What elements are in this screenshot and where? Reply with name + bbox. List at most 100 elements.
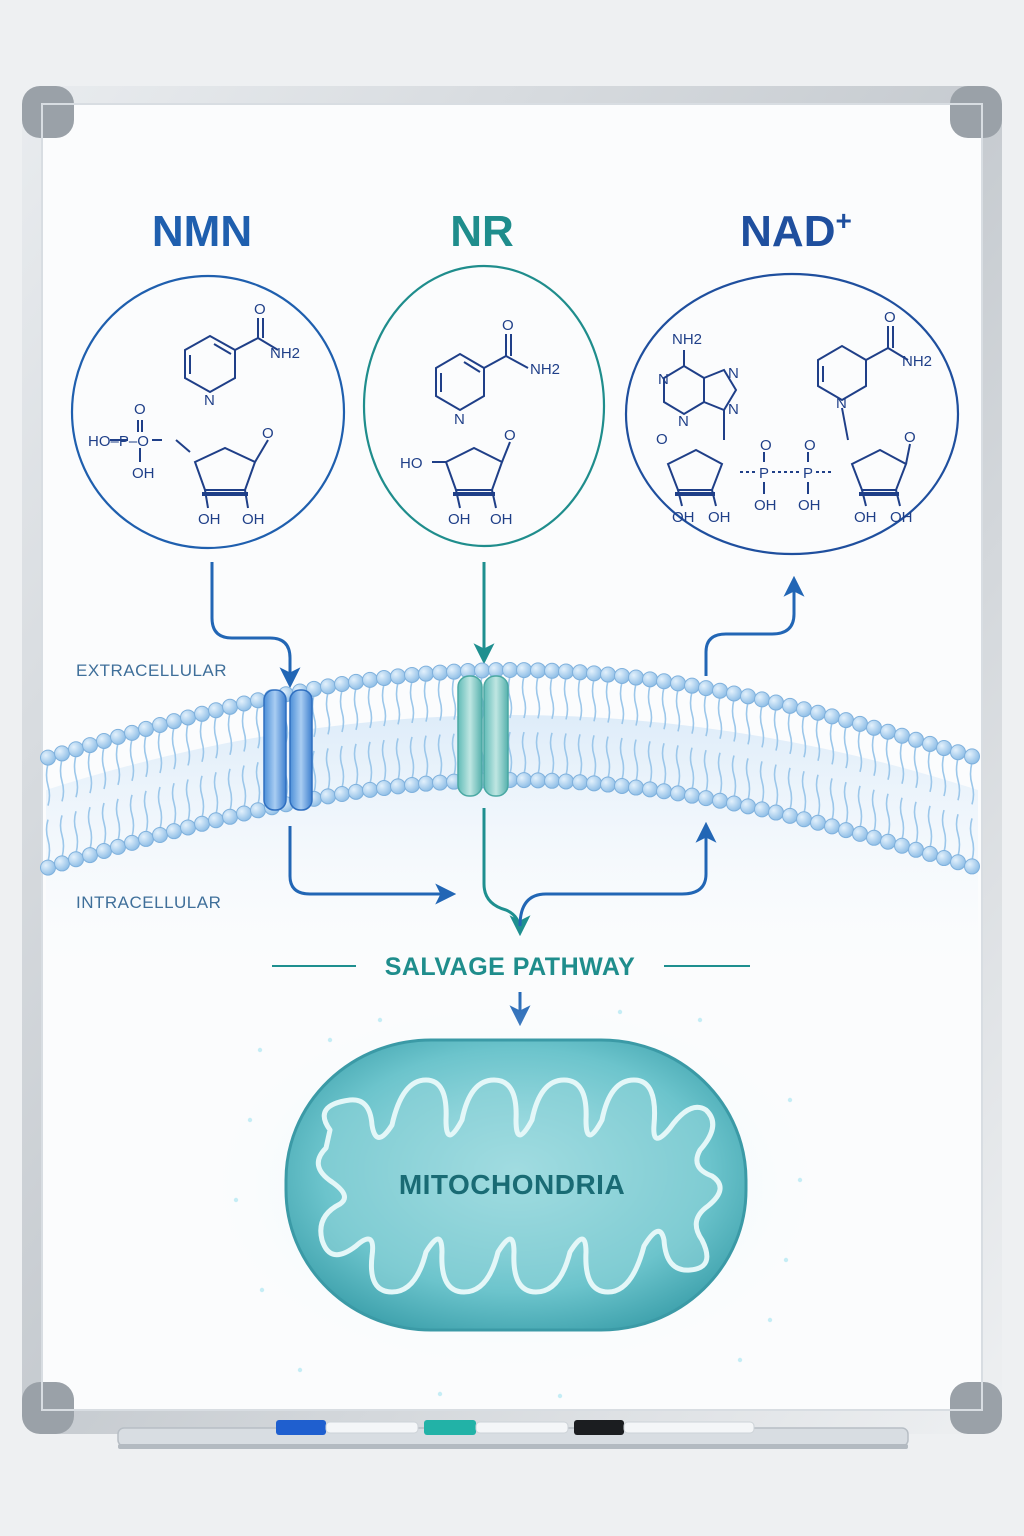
- lipid-tail: [815, 718, 821, 762]
- lipid-head: [964, 858, 980, 875]
- nr-atom-nh2: NH2: [530, 361, 560, 378]
- lipid-tail: [409, 680, 415, 724]
- lipid-tail: [787, 711, 793, 755]
- glow-sparkle: [767, 1317, 773, 1323]
- nr-atom-ho: HO: [400, 455, 423, 472]
- nmn-atom-n-ring: N: [204, 392, 215, 409]
- lipid-tail: [801, 771, 807, 814]
- lipid-head: [754, 801, 770, 818]
- lipid-head: [950, 854, 966, 871]
- lipid-head: [670, 675, 686, 692]
- lipid-head: [600, 666, 616, 683]
- nad-atom-n2: N: [678, 413, 689, 430]
- mitochondria-cristae: [315, 1077, 723, 1295]
- lipid-head: [250, 802, 266, 819]
- lipid-head: [68, 851, 84, 868]
- nad-atom-ring-o-left: O: [656, 431, 668, 448]
- eraser[interactable]: [623, 1421, 755, 1434]
- lipid-head: [558, 663, 574, 680]
- black-marker[interactable]: [574, 1420, 624, 1435]
- lipid-head: [376, 670, 392, 687]
- nad-atom-p1-o: O: [760, 437, 772, 454]
- lipid-tail: [703, 693, 709, 737]
- lipid-tail: [241, 709, 247, 752]
- nad-title-main: NAD: [740, 207, 835, 256]
- lipid-head: [180, 709, 196, 726]
- lipid-tail: [885, 737, 891, 780]
- lipid-tail: [339, 745, 345, 789]
- lipid-head: [68, 741, 84, 758]
- lipid-tail: [535, 732, 541, 775]
- lipid-head: [740, 798, 756, 815]
- lipid-tail: [437, 734, 443, 777]
- lipid-tail: [969, 818, 975, 861]
- lipid-head: [880, 833, 896, 850]
- intracellular-label: INTRACELLULAR: [76, 893, 221, 912]
- nmn-transporter-channel: [263, 689, 313, 811]
- lipid-head: [96, 732, 112, 749]
- nr-title: NR: [450, 207, 514, 256]
- frame-corner-br: [950, 1382, 1002, 1434]
- lipid-head: [96, 842, 112, 859]
- lipid-head: [838, 822, 854, 839]
- lipid-tail: [745, 702, 751, 745]
- glow-sparkle: [247, 1117, 253, 1123]
- lipid-tail: [185, 779, 191, 822]
- lipid-head: [334, 786, 350, 803]
- teal-marker[interactable]: [424, 1420, 476, 1435]
- lipid-tail: [199, 719, 205, 763]
- lipid-tail: [913, 745, 919, 789]
- lipid-tail: [689, 747, 695, 790]
- blue-marker[interactable]: [276, 1420, 326, 1435]
- lipid-tail: [101, 802, 107, 846]
- lipid-tail: [773, 708, 779, 751]
- lipid-tail: [45, 763, 51, 806]
- lipid-head: [82, 737, 98, 754]
- lipid-head: [684, 677, 700, 694]
- lipid-tail: [801, 715, 807, 758]
- lipid-head: [40, 749, 56, 766]
- lipid-tail: [731, 755, 737, 798]
- glow-sparkle: [787, 1097, 793, 1103]
- lipid-head: [544, 772, 560, 789]
- lipid-head: [54, 855, 70, 872]
- lipid-head: [558, 773, 574, 790]
- lipid-head: [908, 731, 924, 748]
- lipid-head: [810, 704, 826, 721]
- lipid-tail: [661, 743, 667, 786]
- lipid-head: [782, 807, 798, 824]
- nad-atom-p1-oh: OH: [754, 497, 777, 514]
- lipid-head: [516, 772, 532, 789]
- lipid-tail: [745, 758, 751, 801]
- lipid-tail: [941, 753, 947, 797]
- lipid-head: [754, 691, 770, 708]
- lipid-head: [138, 720, 154, 737]
- lipid-head: [152, 827, 168, 844]
- glow-sparkle: [233, 1197, 239, 1203]
- lipid-head: [614, 667, 630, 684]
- lipid-tail: [423, 735, 429, 778]
- lipid-head: [782, 697, 798, 714]
- lipid-head: [936, 850, 952, 867]
- lipid-tail: [577, 734, 583, 777]
- lipid-tail: [885, 793, 891, 836]
- lipid-tail: [325, 692, 331, 735]
- lipid-tail: [759, 705, 765, 748]
- lipid-tail: [619, 681, 625, 725]
- cell-membrane: [40, 662, 980, 876]
- lipid-head: [600, 776, 616, 793]
- mitochondria-label: MITOCHONDRIA: [399, 1169, 625, 1200]
- lipid-head: [166, 713, 182, 730]
- lipid-head: [922, 845, 938, 862]
- lipid-tail: [857, 729, 863, 773]
- lipid-head: [964, 748, 980, 765]
- lipid-tail: [661, 687, 667, 730]
- nad-title-sup: +: [835, 205, 851, 236]
- nad-atom-oh2: OH: [708, 509, 731, 526]
- lipid-tail: [899, 797, 905, 840]
- lipid-tail: [955, 813, 961, 857]
- lipid-tail: [73, 755, 79, 798]
- lipid-tail: [185, 723, 191, 766]
- nad-atom-n1: N: [658, 371, 669, 388]
- lipid-head: [208, 702, 224, 719]
